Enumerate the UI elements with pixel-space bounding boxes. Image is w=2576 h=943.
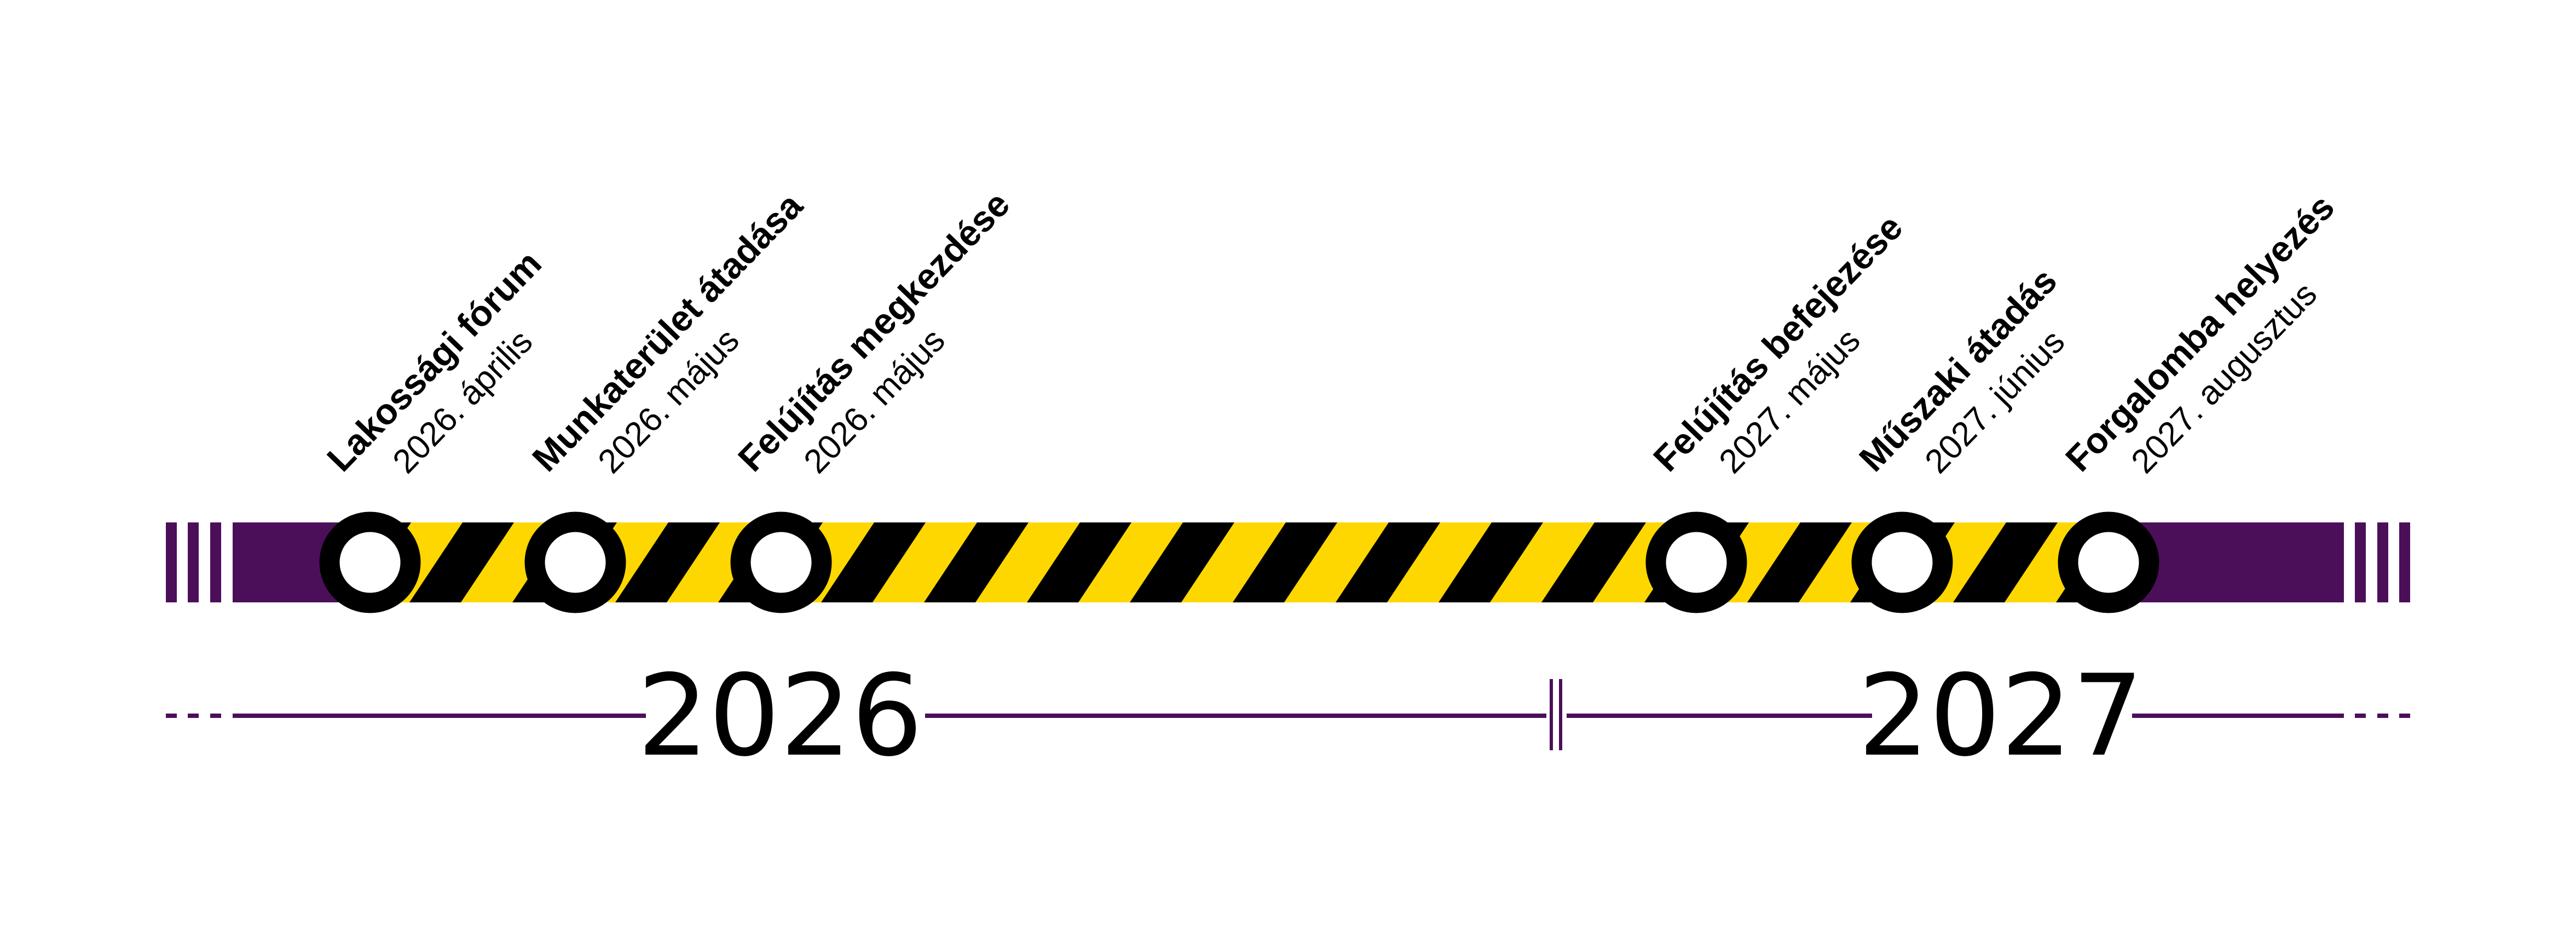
bar-end-stripe: [2355, 522, 2366, 602]
milestone-title: Forgalomba helyezés: [2058, 186, 2342, 479]
construction-stripe: [1130, 522, 1234, 602]
milestone-marker: [1851, 511, 1953, 613]
bar-end-stripe: [2399, 522, 2410, 602]
construction-stripe: [821, 522, 926, 602]
bar-end-stripe: [166, 522, 177, 602]
year-divider: [1550, 679, 1553, 750]
milestone-marker: [2058, 511, 2159, 613]
axis-dash: [188, 714, 199, 718]
axis-dash: [2355, 714, 2366, 718]
construction-stripe: [1336, 522, 1440, 602]
construction-stripe: [1439, 522, 1543, 602]
axis-line: [1567, 714, 1872, 718]
bar-end-stripe: [2377, 522, 2388, 602]
milestone-marker: [730, 511, 832, 613]
bar-end-stripe: [210, 522, 221, 602]
construction-stripe: [615, 522, 720, 602]
construction-stripe: [1541, 522, 1646, 602]
axis-dash: [166, 714, 177, 718]
milestone-marker: [524, 511, 626, 613]
year-label-2027: 2027: [1858, 651, 2144, 781]
construction-stripe: [1233, 522, 1337, 602]
year-divider: [1559, 679, 1562, 750]
construction-stripe: [1027, 522, 1131, 602]
axis-dash: [2399, 714, 2410, 718]
bar-end-stripe: [188, 522, 199, 602]
axis-line: [233, 714, 646, 718]
construction-stripe: [1747, 522, 1852, 602]
construction-stripe: [924, 522, 1029, 602]
year-axis: [166, 679, 2410, 750]
axis-dash: [210, 714, 221, 718]
axis-line: [925, 714, 1546, 718]
axis-line: [2132, 714, 2344, 718]
axis-dash: [2377, 714, 2388, 718]
construction-stripe: [1953, 522, 2058, 602]
timeline-bar: [166, 522, 2410, 602]
milestone-marker: [319, 511, 421, 613]
construction-stripe: [409, 522, 514, 602]
milestone-marker: [1645, 511, 1747, 613]
year-label-2026: 2026: [637, 651, 923, 781]
